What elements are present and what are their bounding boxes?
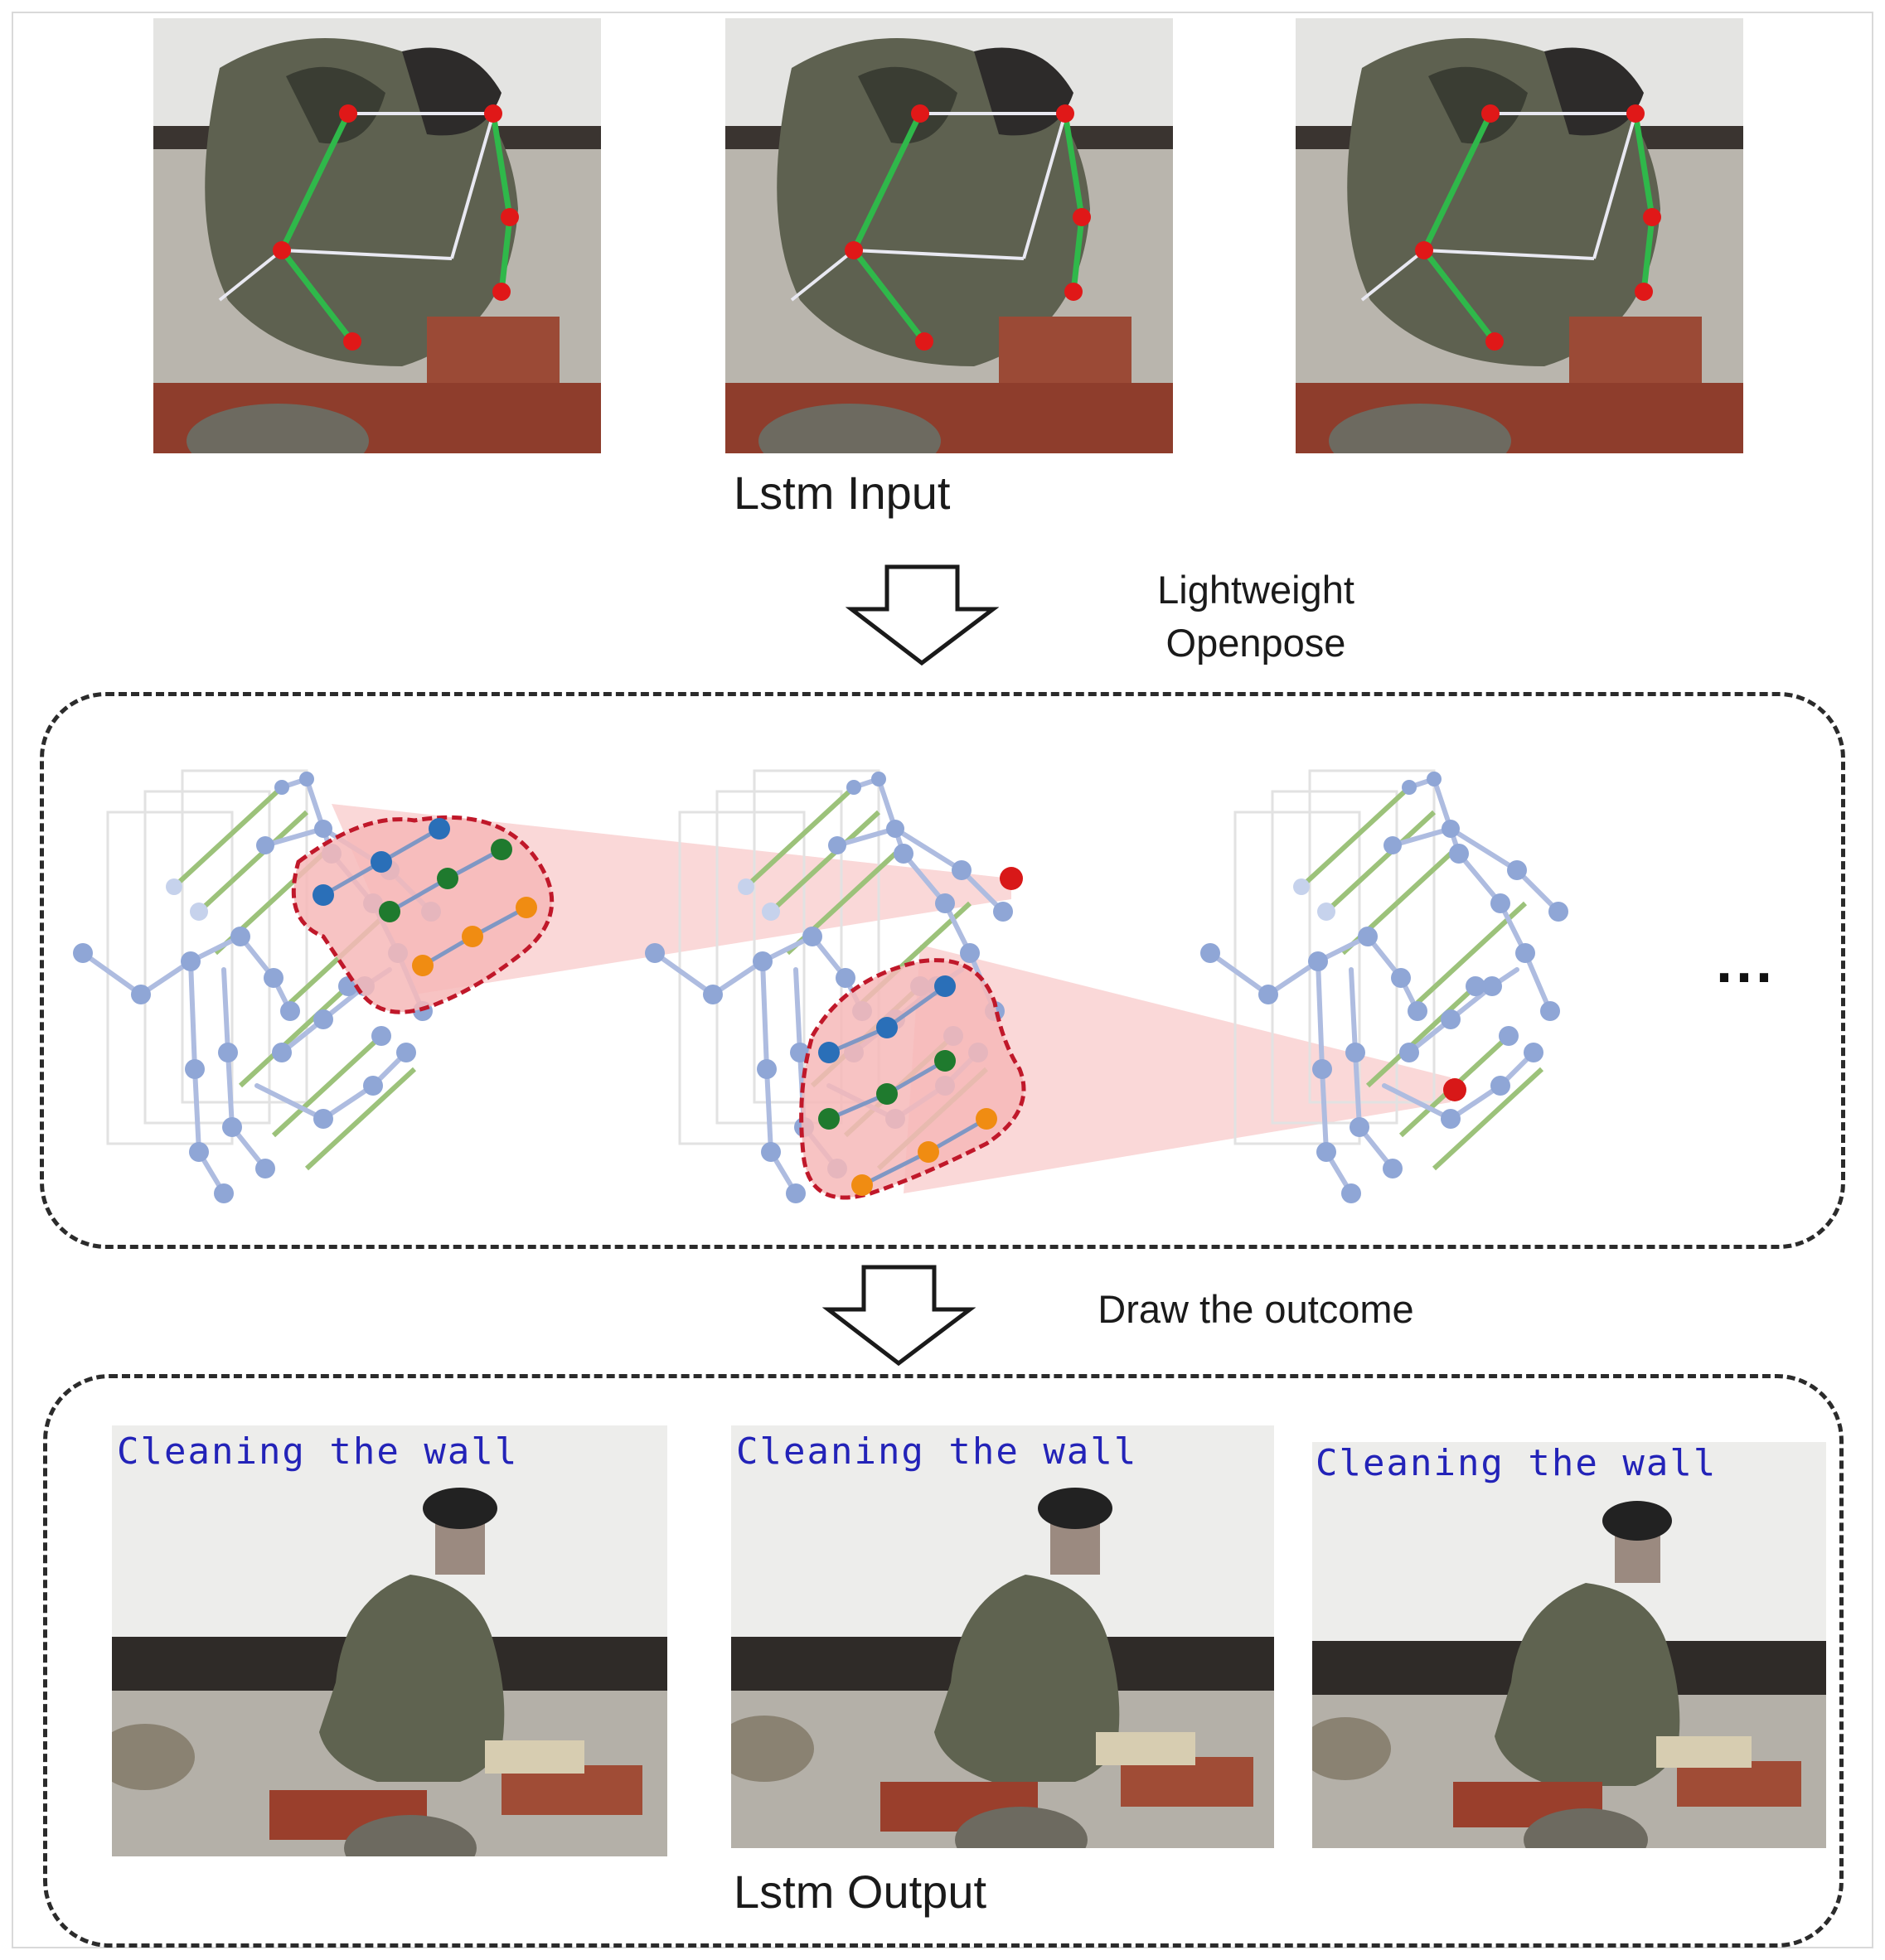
output-frame-2-label: Cleaning the wall <box>736 1430 1138 1473</box>
input-frame-3 <box>1296 18 1743 453</box>
down-arrow-icon-2 <box>822 1265 976 1367</box>
highlight-node-red-1 <box>1000 867 1023 890</box>
continuation-ellipsis: ... <box>1716 929 1776 995</box>
output-frame-3-label: Cleaning the wall <box>1316 1442 1718 1484</box>
lstm-output-caption: Lstm Output <box>734 1866 987 1918</box>
openpose-label-line2: Openpose <box>1165 621 1346 665</box>
input-frame-3-image <box>1296 18 1743 453</box>
draw-outcome-label: Draw the outcome <box>1098 1287 1414 1331</box>
output-frame-1: Cleaning the wall <box>112 1425 667 1856</box>
output-panel <box>43 1374 1844 1948</box>
output-frame-1-image <box>112 1425 667 1856</box>
output-frame-3-image <box>1312 1442 1826 1848</box>
output-frame-3: Cleaning the wall <box>1312 1442 1826 1848</box>
openpose-label-line1: Lightweight <box>1157 568 1354 612</box>
input-frame-2-image <box>725 18 1173 453</box>
lstm-input-caption: Lstm Input <box>734 467 951 519</box>
output-frame-2-image <box>731 1425 1274 1848</box>
graph-frame-3 <box>1200 771 1568 1203</box>
graph-sequence <box>50 713 1832 1235</box>
output-frame-1-label: Cleaning the wall <box>117 1430 519 1473</box>
input-frame-1-image <box>153 18 601 453</box>
graph-frame-2 <box>645 771 1026 1203</box>
figure-frame <box>12 12 1873 1948</box>
projection-cone-2 <box>904 945 1451 1193</box>
openpose-label: Lightweight Openpose <box>1123 564 1388 670</box>
output-frame-2: Cleaning the wall <box>731 1425 1274 1848</box>
highlight-node-red-2 <box>1443 1078 1466 1101</box>
graph-frame-1 <box>73 771 555 1203</box>
input-frame-2 <box>725 18 1173 453</box>
graph-panel <box>40 692 1845 1249</box>
highlight-region-1 <box>291 815 555 1014</box>
down-arrow-icon <box>846 564 999 666</box>
input-frame-1 <box>153 18 601 453</box>
